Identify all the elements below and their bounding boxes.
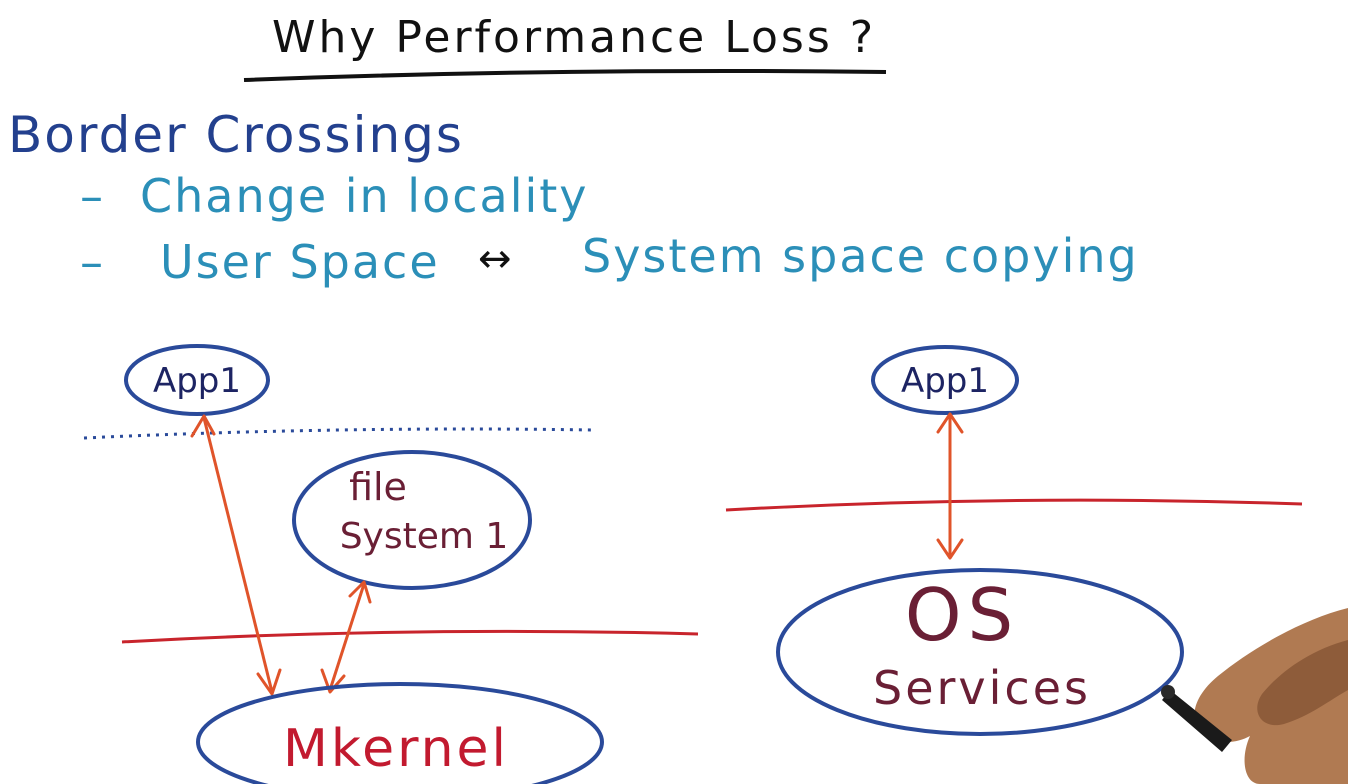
os-label: OS: [905, 573, 1019, 657]
file-system-label-line2: System 1: [340, 516, 509, 557]
left-app-label: App1: [153, 361, 241, 401]
user-kernel-dotted-boundary: [83, 427, 595, 440]
app-kernel-arrowhead-bottom: [256, 668, 282, 696]
file-system-label-line1: file: [349, 465, 407, 509]
mkernel-label: Mkernel: [283, 719, 509, 779]
app-kernel-arrowhead-top: [190, 414, 216, 438]
heading-border-crossings: Border Crossings: [8, 106, 464, 164]
fs-kernel-arrowhead-bottom: [320, 668, 346, 694]
right-privilege-boundary: [725, 498, 1303, 512]
services-label: Services: [873, 661, 1091, 715]
presenter-hand-illustration: [1161, 608, 1348, 784]
double-arrow-icon: ↔: [478, 236, 512, 282]
right-app-label: App1: [901, 361, 989, 401]
mkernel-ellipse: [196, 682, 604, 784]
app-kernel-arrow: [202, 417, 274, 693]
os-services-ellipse: [776, 568, 1184, 736]
title-underline: [243, 69, 887, 82]
left-app-ellipse: [124, 344, 270, 416]
marker-pen-icon: [1162, 690, 1232, 752]
bullet-system-space-copying: System space copying: [582, 229, 1139, 283]
bullet-dash-2: –: [80, 235, 105, 289]
fs-kernel-arrow: [328, 583, 366, 691]
fs-kernel-arrowhead-top: [348, 580, 372, 604]
app-os-arrowhead-top: [936, 412, 964, 434]
page-title: Why Performance Loss ?: [272, 12, 876, 63]
app-os-arrowhead-bottom: [936, 538, 964, 560]
left-privilege-boundary: [121, 629, 699, 644]
bullet-dash-1: –: [80, 169, 105, 223]
right-app-ellipse: [871, 345, 1019, 415]
bullet-change-in-locality: Change in locality: [140, 169, 589, 223]
bullet-user-space: User Space: [160, 235, 440, 289]
file-system-ellipse: [292, 450, 532, 590]
